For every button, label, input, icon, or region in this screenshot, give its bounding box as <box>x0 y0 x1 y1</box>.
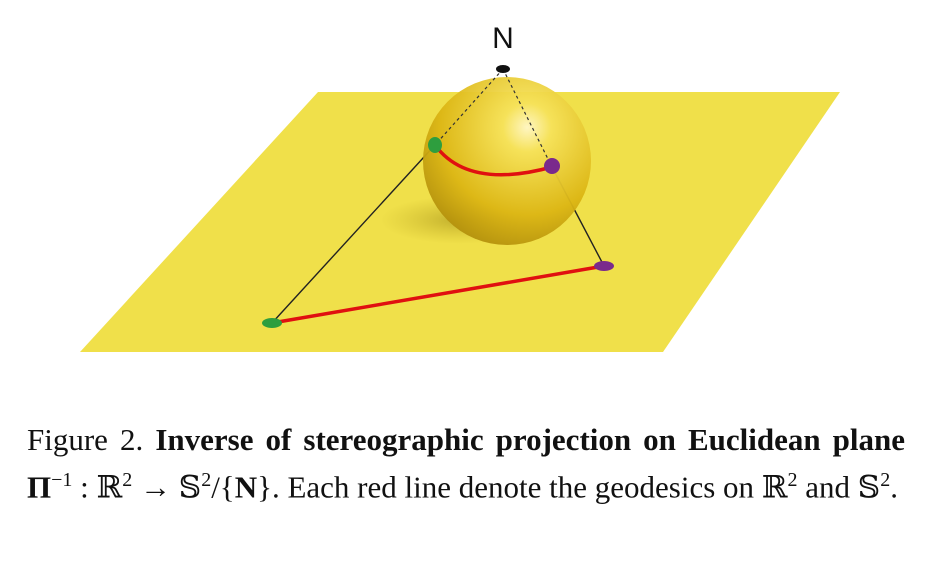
dashed-line-to-purple <box>502 68 553 168</box>
plane-point-purple <box>594 261 614 271</box>
map-domain: : ℝ <box>72 469 123 505</box>
sphere <box>423 77 591 245</box>
caption-sentence-end: . <box>890 469 898 505</box>
map-arrow: → 𝕊 <box>132 469 202 505</box>
dashed-line-to-green <box>434 68 504 146</box>
north-pole-label: N <box>492 22 514 55</box>
projection-line-green <box>271 144 436 324</box>
planar-geodesic <box>271 264 605 325</box>
map-symbol: Π <box>27 469 52 505</box>
sphere-point-purple <box>544 158 560 174</box>
caption-sentence-exp2: 2 <box>880 469 891 491</box>
plane-point-green <box>262 318 282 328</box>
figure-caption: Figure 2. Inverse of stereographic proje… <box>27 420 905 507</box>
map-codomain-exp: 2 <box>201 469 212 491</box>
map-exponent: −1 <box>51 469 73 491</box>
caption-sentence-mid: and 𝕊 <box>797 469 881 505</box>
sphere-point-green <box>428 137 442 153</box>
caption-prefix: Figure 2. <box>27 422 144 457</box>
map-quotient-point: N <box>234 469 258 505</box>
stereographic-projection-figure: N <box>80 22 840 352</box>
map-domain-exp: 2 <box>122 469 133 491</box>
spherical-geodesic <box>433 143 553 177</box>
caption-sentence-exp1: 2 <box>787 469 798 491</box>
map-quotient-close: } <box>257 469 272 505</box>
north-pole-point <box>496 65 510 73</box>
caption-title: Inverse of stereographic projection on E… <box>155 422 906 457</box>
map-quotient-open: /{ <box>211 469 235 505</box>
caption-sentence: . Each red line denote the geodesics on … <box>271 469 788 505</box>
